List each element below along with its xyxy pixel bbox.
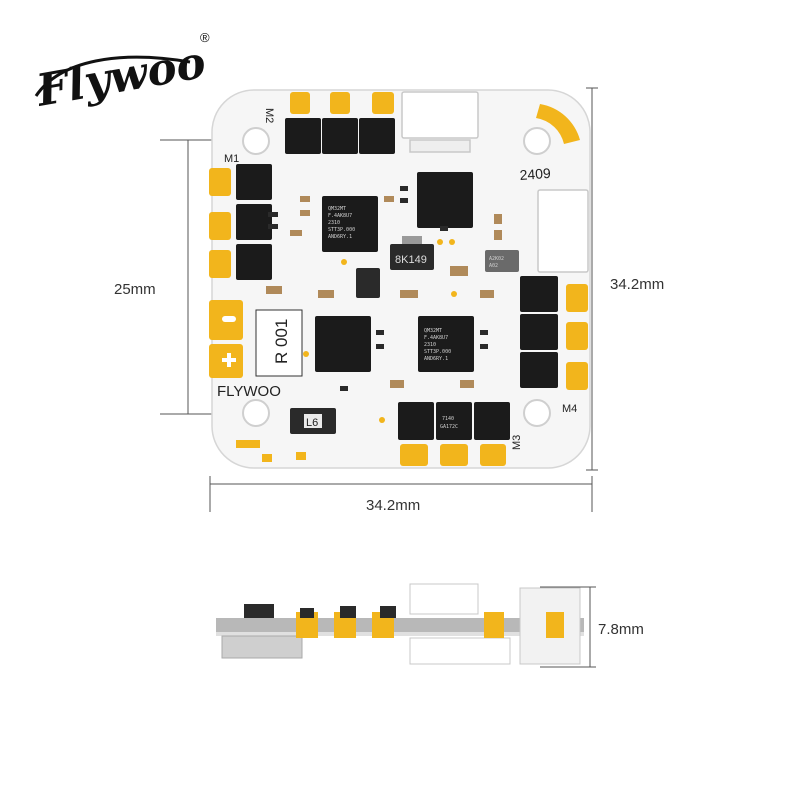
- mosfet-marking-1: 7140: [442, 416, 454, 422]
- mcu-line-2: F.4AK8U7: [328, 213, 352, 219]
- height-dimension-label: 34.2mm: [610, 276, 664, 293]
- mcu-line-4: STT3P.000: [328, 227, 355, 233]
- mcu-line-3: 2310: [328, 220, 340, 226]
- motor-label-m3: M3: [511, 435, 523, 450]
- mcu-chips: [315, 172, 474, 372]
- mcu-b-line-4: STT3P.000: [424, 349, 451, 355]
- mcu-marking: QM32MT F.4AK8U7 2310 STT3P.000 AND6RY.1 …: [328, 206, 451, 362]
- top-connector: [401, 91, 479, 153]
- trademark-symbol: ®: [200, 30, 210, 45]
- mcu-b-line-2: F.4AK8U7: [424, 335, 448, 341]
- motor-label-m1: M1: [224, 153, 239, 165]
- pcb-outline: [211, 89, 591, 469]
- side-connector-bottom: [409, 637, 511, 665]
- diode-chip: [356, 268, 380, 298]
- mcu-b-line-3: 2310: [424, 342, 436, 348]
- board-side-view: [216, 583, 584, 665]
- motor-label-m2: M2: [263, 108, 275, 123]
- version-label-box: R 001: [255, 309, 303, 377]
- board-top-view: 7140 GA172C QM32MT F.4AK8U7 2310 STT3P.0…: [209, 89, 591, 469]
- thickness-label: 7.8mm: [598, 621, 644, 638]
- gold-dots: [303, 239, 457, 423]
- mosfets: [236, 118, 558, 440]
- small-chip-line-2: A02: [489, 263, 498, 269]
- passive-components: [266, 196, 502, 388]
- logo-text: Flywoo: [31, 37, 209, 117]
- motor-label-m4: M4: [562, 403, 577, 415]
- mcu-b-line-1: QM32MT: [424, 328, 442, 334]
- voltage-regulator: 8K149: [390, 236, 434, 270]
- solder-pads: [209, 92, 588, 466]
- small-chip-line-1: A2K02: [489, 256, 504, 262]
- side-connector-top: [409, 583, 479, 615]
- flywoo-logo: Flywoo ®: [31, 30, 210, 117]
- inductor: L6: [290, 408, 336, 434]
- mcu-line-1: QM32MT: [328, 206, 346, 212]
- side-pads: [296, 612, 564, 638]
- right-connector: [537, 189, 589, 273]
- mounting-holes: [242, 127, 551, 427]
- mount-spacing-label: 25mm: [114, 281, 156, 298]
- regulator-marking: 8K149: [395, 254, 427, 266]
- dimension-lines: [160, 87, 598, 668]
- date-code: 2409: [519, 165, 551, 183]
- inductor-marking: L6: [306, 417, 318, 429]
- mcu-b-line-5: AND6RY.1: [424, 356, 448, 362]
- mcu-line-5: AND6RY.1: [328, 234, 352, 240]
- mosfet-marking-2: GA172C: [440, 424, 458, 430]
- version-label: R 001: [272, 319, 291, 364]
- side-components: [244, 604, 396, 618]
- board-brand-silkscreen: FLYWOO: [217, 383, 281, 400]
- width-dimension-label: 34.2mm: [366, 497, 420, 514]
- resistors: [268, 186, 488, 391]
- small-chip: A2K02 A02: [485, 250, 519, 272]
